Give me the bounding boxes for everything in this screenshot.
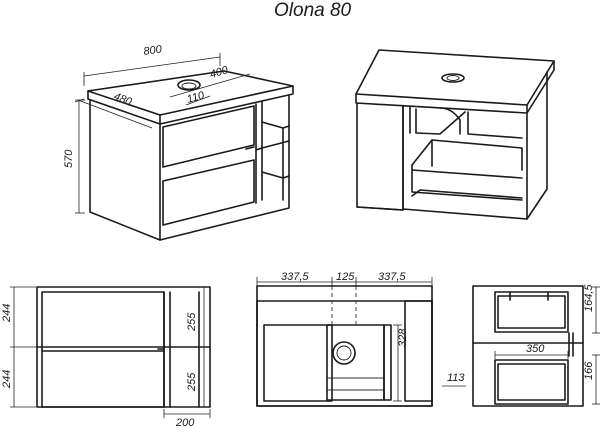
iso-front-view	[74, 53, 294, 241]
iso-hole-diameter-label: 110	[186, 89, 207, 106]
front-upper-height-label: 244	[1, 304, 13, 323]
front-lower-opening-label: 255	[186, 372, 198, 392]
top-right-width-label: 337,5	[378, 271, 406, 283]
top-left-width-label: 337,5	[281, 271, 309, 283]
top-rear-offset-label: 113	[447, 372, 465, 384]
top-center-width-label: 125	[336, 271, 355, 283]
drawing-title: Olona 80	[274, 0, 352, 21]
front-upper-opening-label: 255	[186, 312, 198, 332]
side-drawer-width-label: 350	[526, 343, 545, 355]
iso-back-view	[355, 49, 555, 220]
iso-height-label: 570	[63, 149, 75, 168]
side-upper-height-label: 164,5	[583, 284, 595, 312]
iso-width-label: 800	[143, 43, 164, 58]
front-shelf-width-label: 200	[175, 417, 195, 429]
iso-hole-offset-label: 400	[209, 64, 231, 81]
front-view	[10, 286, 211, 418]
side-lower-height-label: 166	[583, 361, 595, 380]
front-lower-height-label: 244	[1, 370, 13, 389]
top-view	[256, 277, 466, 407]
top-depth-label: 328	[397, 328, 409, 347]
side-view	[472, 285, 600, 407]
